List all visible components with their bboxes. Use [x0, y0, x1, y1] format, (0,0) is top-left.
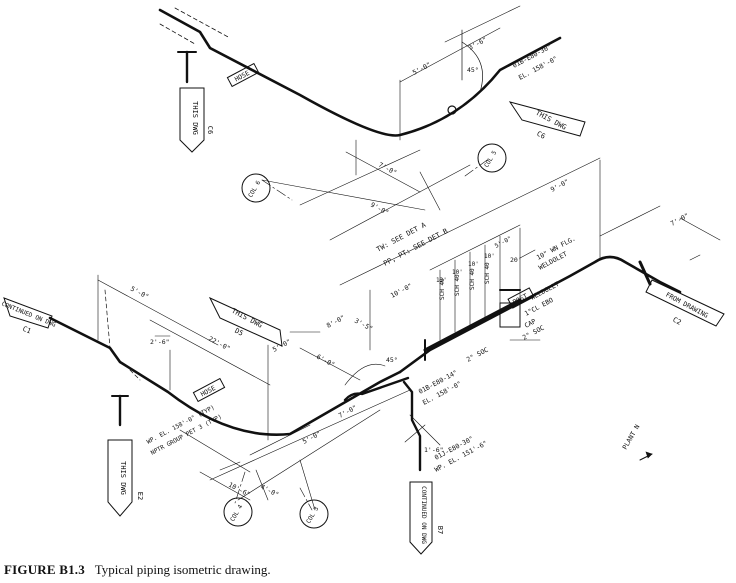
callout-c1-ref: C1 — [21, 325, 32, 336]
dim-22-0: 22'-0" — [207, 335, 231, 353]
hose-tag-top — [226, 62, 260, 88]
vert-label-1: SCH 40 — [439, 278, 446, 300]
callout-c2-ref: C2 — [671, 316, 682, 327]
top-pipe-run — [158, 7, 562, 141]
callout-b7-text: CONTINUED ON DWG — [420, 486, 427, 544]
dim-4-0: 4'-0" — [259, 483, 280, 499]
callout-c2 — [645, 279, 725, 327]
column-bubble-4 — [223, 497, 253, 527]
dim-13: 13' — [436, 277, 447, 284]
dim-5-0-bottom: 5'-0" — [301, 430, 322, 446]
figure-caption-text: Typical piping isometric drawing. — [94, 562, 271, 577]
vert-label-4: SCH 40 — [484, 262, 491, 284]
callout-b7 — [409, 481, 433, 555]
dim-10-6: 10'-6" — [227, 481, 251, 499]
callout-e2 — [107, 439, 133, 517]
callout-c2-text: FROM DRAWING — [664, 291, 709, 320]
callout-b7-ref: B7 — [436, 526, 444, 534]
column-bubble-3-text: COL 3 — [305, 505, 320, 524]
callout-c6-right-ref: C6 — [535, 130, 546, 141]
callout-d5-ref: D5 — [233, 327, 244, 338]
north-label: PLANT N — [621, 423, 642, 451]
callout-c6-right — [508, 101, 586, 137]
callout-d5 — [208, 296, 283, 347]
figure-caption: FIGURE B1.3 Typical piping isometric dra… — [4, 562, 271, 578]
dim-10-c: 10' — [484, 253, 495, 260]
hose-tag-bottom — [192, 377, 226, 403]
callout-c6-top-text: THIS DWG — [191, 101, 199, 135]
column-bubble-5 — [477, 143, 507, 173]
vert-label-2: SCH 40 — [454, 274, 461, 296]
callout-e2-ref: E2 — [136, 492, 144, 500]
callout-c6-top — [179, 87, 205, 153]
dim-3-6: 3'-6" — [467, 36, 488, 52]
dim-10-0: 10'-0" — [389, 282, 413, 300]
fitting-soc-2: 2" SOC — [465, 346, 490, 364]
dim-5-0-top: 5'-0" — [411, 61, 432, 77]
main-pipe-run — [48, 255, 682, 472]
dim-6-0: 6'-0" — [315, 353, 336, 369]
column-bubble-6 — [241, 173, 271, 203]
fitting-45-mid: 45° — [386, 356, 398, 364]
dim-9-0-mid: 9'-0" — [549, 178, 570, 194]
dim-1-6: 1'-6" — [424, 446, 444, 454]
column-bubble-5-text: COL 5 — [483, 149, 498, 168]
post-tag — [507, 287, 535, 309]
dim-7-0-right: 7'-0" — [669, 212, 690, 228]
dim-3-5: 3'-5" — [353, 317, 374, 333]
callout-d5-text: THIS DWG — [230, 307, 264, 330]
dim-5-0-e: 5'-0" — [494, 235, 513, 250]
dim-8-0: 8'-0" — [325, 314, 346, 330]
column-bubble-3 — [299, 499, 329, 529]
north-arrow — [639, 451, 653, 461]
dim-20: 20' — [510, 256, 522, 264]
callout-e2-text: THIS DWG — [119, 461, 127, 495]
callout-c6-top-ref: C6 — [206, 126, 214, 134]
isometric-piping-drawing: THIS DWG C6 THIS DWG C6 THIS DWG D5 FROM… — [0, 5, 725, 555]
callout-c1 — [3, 297, 53, 329]
fitting-45-top: 45° — [467, 66, 479, 74]
figure-label: FIGURE B1.3 — [4, 562, 85, 577]
dim-10-b: 10' — [468, 261, 479, 268]
dim-10-a: 10' — [452, 269, 463, 276]
vert-label-3: SCH 40 — [469, 268, 476, 290]
column-bubble-6-text: COL 6 — [247, 179, 262, 198]
column-bubble-4-text: COL 4 — [229, 503, 244, 522]
dim-2-6: 2'-6" — [150, 338, 170, 346]
